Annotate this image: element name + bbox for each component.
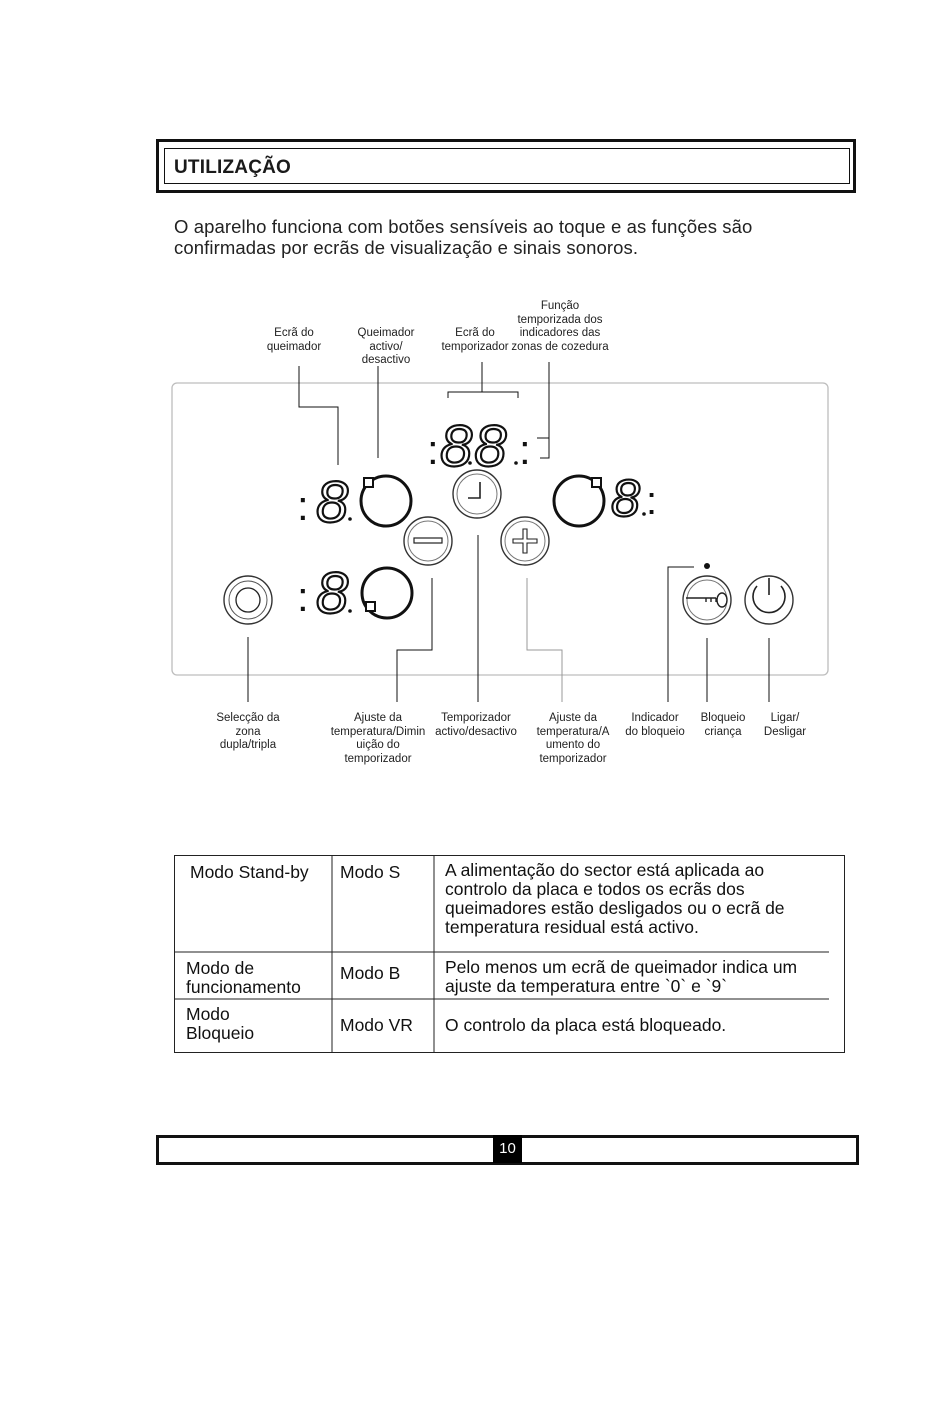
child-lock-button[interactable] <box>682 563 732 625</box>
clock-icon <box>468 482 481 499</box>
plus-button[interactable] <box>500 516 550 566</box>
burner-left-top-indicator <box>363 477 374 488</box>
timer-dp-2 <box>514 461 518 465</box>
intro-paragraph: O aparelho funciona com botões sensíveis… <box>174 216 854 258</box>
power-icon <box>752 585 786 614</box>
burner-right-colon: : <box>646 479 657 523</box>
burner-right-dp <box>642 512 646 516</box>
burner-left-bottom-digit: 8 <box>316 561 348 626</box>
burner-right-digit: 8 <box>611 470 640 528</box>
dual-zone-icon <box>235 587 261 613</box>
table-row-2-code: Modo B <box>340 963 401 983</box>
key-icon <box>686 592 728 608</box>
intro-line-2: confirmadas por ecrãs de visualização e … <box>174 237 639 258</box>
timer-dp-1 <box>468 461 472 465</box>
control-panel-svg: : 88 : : 8 : 8 8 : <box>171 362 829 702</box>
burner-left-bottom-ring <box>360 566 414 620</box>
minus-icon <box>413 537 443 544</box>
section-title: UTILIZAÇÃO <box>174 157 292 178</box>
timer-colon-right: : <box>519 426 531 473</box>
table-row-1-desc: A alimentação do sector está aplicada ao… <box>445 860 785 937</box>
timer-colon-left: : <box>427 426 439 473</box>
page-number: 10 <box>493 1135 522 1163</box>
panel-outline <box>171 382 829 676</box>
burner-left-top-dp <box>348 517 352 521</box>
control-panel-diagram: : 88 : : 8 : 8 8 : <box>171 300 829 765</box>
table-row-3-desc: O controlo da placa está bloqueado. <box>445 1015 727 1035</box>
burner-left-bottom-colon: : <box>297 573 309 620</box>
burner-display-left-bottom: : 8 <box>297 560 414 627</box>
burner-display-left-top: : 8 <box>297 469 413 536</box>
timer-display: : 88 : <box>427 413 531 480</box>
table-row-3-code: Modo VR <box>340 1015 413 1035</box>
dual-zone-button[interactable] <box>223 575 273 625</box>
table-row-1-mode: Modo Stand-by <box>190 862 309 882</box>
bottom-leader-lines <box>247 535 770 702</box>
power-button[interactable] <box>744 575 794 625</box>
intro-line-1: O aparelho funciona com botões sensíveis… <box>174 216 753 237</box>
timer-button[interactable] <box>452 469 502 519</box>
burner-display-right: 8 : <box>552 469 657 529</box>
table-row-1-code: Modo S <box>340 862 401 882</box>
burner-left-bottom-indicator <box>365 601 376 612</box>
minus-button[interactable] <box>403 516 453 566</box>
section-header-frame <box>156 139 856 193</box>
burner-left-bottom-dp <box>348 609 352 613</box>
top-leader-lines <box>298 362 550 465</box>
timer-digits: 88 <box>440 414 509 479</box>
plus-icon <box>512 528 538 554</box>
burner-left-top-ring <box>359 474 413 528</box>
burner-right-indicator <box>591 477 602 488</box>
table-row-2-desc: Pelo menos um ecrã de queimador indica u… <box>445 957 798 996</box>
lock-indicator-dot <box>704 563 710 569</box>
burner-right-ring <box>552 474 606 528</box>
burner-left-top-digit: 8 <box>316 470 348 535</box>
modes-table-grid <box>174 855 829 1053</box>
modes-table: Modo Stand-by Modo S A alimentação do se… <box>174 855 845 1053</box>
section-header-inner-frame <box>164 148 850 184</box>
burner-left-top-colon: : <box>297 482 309 529</box>
label-power: Ligar/Desligar <box>763 712 807 738</box>
